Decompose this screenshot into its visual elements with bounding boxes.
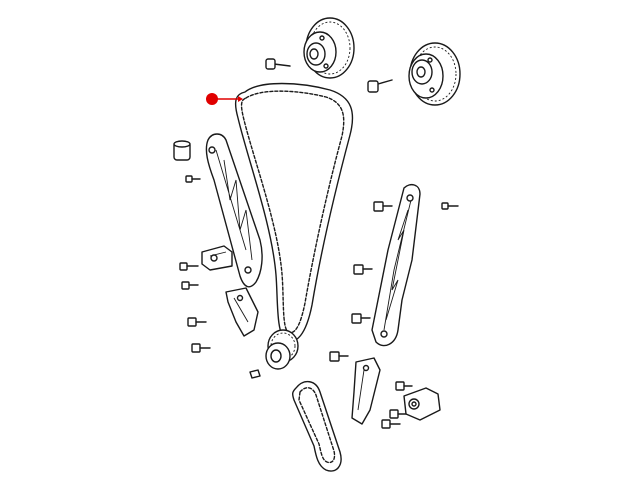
bolt-left-4 — [187, 317, 207, 327]
fixed-chain-guide-right — [371, 183, 421, 347]
oil-pump-chain-tensioner — [403, 387, 441, 421]
bolt-right-guide-1 — [373, 201, 393, 212]
guide-spacer — [173, 140, 191, 161]
bolt-left-5 — [191, 343, 211, 353]
bolt-oil-pump-tensioner-2 — [389, 409, 407, 419]
callout-dot — [206, 93, 218, 105]
timing-chain-callout — [206, 93, 243, 105]
tensioner-arm — [205, 133, 263, 288]
intake-camshaft-sprocket — [303, 17, 355, 79]
bolt-oil-pump-tensioner-1 — [395, 381, 413, 391]
bolt-lower-guide — [329, 351, 349, 362]
bolt-tensioner — [179, 262, 199, 271]
timing-chain — [234, 82, 354, 342]
woodruff-key — [249, 369, 261, 379]
camshaft-bolt-right — [367, 79, 393, 93]
bolt-left-3 — [181, 281, 199, 290]
chain-tensioner-upper — [201, 245, 233, 271]
oil-pump-chain — [291, 381, 342, 472]
oil-pump-chain-guide — [351, 357, 381, 425]
bolt-right-guide-4 — [351, 313, 371, 324]
camshaft-bolt-left — [265, 58, 291, 70]
bolt-oil-pump-guide — [381, 419, 401, 429]
crankshaft-sprocket — [265, 329, 299, 370]
bolt-guide-upper-left — [185, 175, 201, 183]
exhaust-camshaft-sprocket — [408, 42, 461, 106]
bolt-right-guide-3 — [353, 264, 373, 275]
bolt-right-guide-2 — [441, 202, 459, 210]
lower-chain-guide-left — [225, 287, 259, 337]
